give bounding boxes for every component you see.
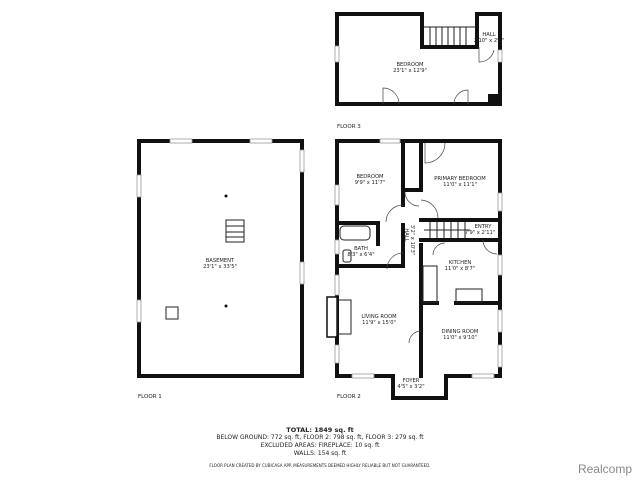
toilet	[342, 249, 352, 263]
room-name: FOYER	[403, 378, 420, 384]
room-name: HALL	[482, 32, 495, 38]
stairs-icon	[424, 222, 470, 238]
room-name: BATH	[354, 246, 368, 252]
room-size: 8'3" x 6'4"	[347, 252, 374, 258]
room-size: 9'9" x 11'7"	[355, 180, 386, 186]
sink	[455, 288, 483, 303]
room-size: 4'5" x 3'2"	[397, 384, 424, 390]
room-name: BASEMENT	[206, 258, 235, 264]
floor-3-plan: BEDROOM 23'1" x 12'9" HALL 2'10" x 2'1" …	[334, 12, 505, 130]
room-size: 11'0" x 11'1"	[443, 182, 477, 188]
room-size: 11'0" x 8'7"	[445, 266, 476, 272]
room-size: 3'2" x 10'3"	[409, 225, 415, 256]
room-size: 11'9" x 15'0"	[362, 320, 396, 326]
room-name: KITCHEN	[449, 260, 472, 266]
room-size: 11'0" x 9'10"	[443, 335, 477, 341]
floor-2-plan: BEDROOM 9'9" x 11'7" PRIMARY BEDROOM 11'…	[326, 138, 503, 400]
floor-label: FLOOR 3	[337, 124, 361, 130]
floor-label: FLOOR 1	[138, 394, 162, 400]
floor-1-plan: BASEMENT 23'1" x 33'5" FLOOR 1	[136, 138, 305, 400]
watermark-logo: Realcomp	[577, 462, 632, 476]
room-name: ENTRY	[475, 224, 493, 230]
fireplace	[326, 296, 338, 338]
room-name: HALL	[403, 228, 409, 241]
excluded-areas: EXCLUDED AREAS: FIREPLACE: 10 sq. ft	[260, 442, 380, 449]
fixture	[165, 306, 179, 320]
counter	[422, 265, 438, 303]
room-name: BEDROOM	[356, 174, 383, 180]
room-name: LIVING ROOM	[361, 314, 396, 320]
disclaimer: FLOOR PLAN CREATED BY CUBICASA APP. MEAS…	[209, 463, 431, 468]
room-size: 7'9" x 2'11"	[465, 230, 496, 236]
total-area: TOTAL: 1849 sq. ft	[286, 426, 354, 434]
room-name: PRIMARY BEDROOM	[434, 176, 485, 182]
room-size: 23'1" x 12'9"	[393, 68, 427, 74]
stairs-icon	[225, 219, 245, 243]
room-name: DINING ROOM	[442, 329, 479, 335]
walls-area: WALLS: 154 sq. ft	[293, 450, 347, 457]
room-size: 2'10" x 2'1"	[474, 38, 505, 44]
basement-outline	[137, 139, 304, 378]
area-breakdown: BELOW GROUND: 772 sq. ft, FLOOR 2: 798 s…	[216, 434, 424, 441]
room-name: BEDROOM	[396, 62, 423, 68]
room-size: 23'1" x 33'5"	[203, 264, 237, 270]
stairs-icon	[424, 26, 476, 45]
bathtub	[339, 225, 371, 241]
floor-label: FLOOR 2	[337, 394, 361, 400]
